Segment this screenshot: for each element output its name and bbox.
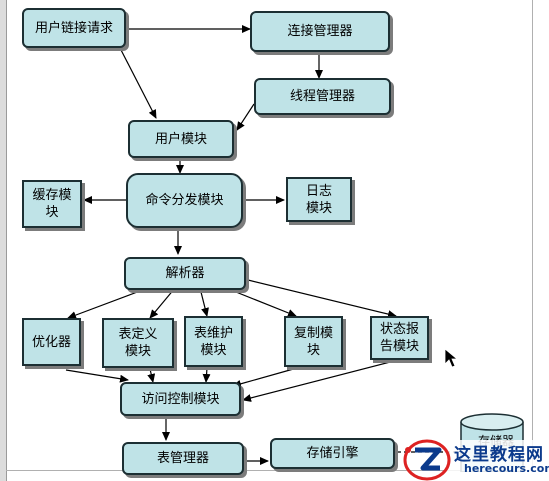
node-table-maintenance-module-label: 表维护 模块 xyxy=(193,325,233,358)
node-thread-manager: 线程管理器 xyxy=(254,78,391,115)
arrow-optimizer-to-access xyxy=(65,369,129,383)
node-dispatch-module: 命令分发模块 xyxy=(126,173,243,228)
arrow-tablemaint-to-access xyxy=(202,367,211,383)
arrow-replication-to-access xyxy=(232,367,298,388)
arrow-request-to-user xyxy=(119,47,157,119)
mouse-cursor-icon xyxy=(444,348,458,368)
node-optimizer: 优化器 xyxy=(22,318,81,366)
node-table-definition-module-label: 表定义 模块 xyxy=(118,327,158,359)
node-storage-engine-label: 存储引擎 xyxy=(306,446,359,461)
node-replication-module: 复制模 块 xyxy=(284,316,343,367)
arrow-parser-to-replication xyxy=(225,287,297,317)
node-table-maintenance-module: 表维护 模块 xyxy=(184,316,243,367)
watermark-title: 这里教程网 xyxy=(454,445,544,465)
node-cache-module-label: 缓存模 块 xyxy=(32,188,72,220)
node-table-manager: 表管理器 xyxy=(122,442,244,475)
node-access-control-module-label: 访问控制模块 xyxy=(141,391,220,407)
node-storage-engine: 存储引擎 xyxy=(270,438,395,469)
node-replication-module-label: 复制模 块 xyxy=(293,325,333,358)
arrow-parser-to-optimizer xyxy=(67,287,149,319)
window-left-frame xyxy=(0,0,7,481)
arrow-tabledef-to-access xyxy=(147,368,156,383)
node-user-module-label: 用户模块 xyxy=(154,131,207,147)
node-user-request: 用户链接请求 xyxy=(22,8,126,48)
node-connection-manager-label: 连接管理器 xyxy=(287,24,353,39)
node-table-definition-module: 表定义 模块 xyxy=(102,318,174,368)
node-status-report-module: 状态报 告模块 xyxy=(370,316,429,360)
node-parser: 解析器 xyxy=(124,257,246,290)
node-parser-label: 解析器 xyxy=(165,266,205,281)
node-access-control-module: 访问控制模块 xyxy=(120,382,241,416)
watermark-url: herecours.com xyxy=(464,462,549,475)
node-thread-manager-label: 线程管理器 xyxy=(289,89,355,104)
node-cache-module: 缓存模 块 xyxy=(22,180,82,228)
arrow-parser-to-tablemaint xyxy=(199,287,209,317)
node-dispatch-module-label: 命令分发模块 xyxy=(145,193,224,208)
arrow-parser-to-status xyxy=(247,279,397,318)
arrow-thread-to-user xyxy=(236,103,255,131)
arrow-status-to-access xyxy=(242,359,399,402)
canvas-right-border xyxy=(532,0,533,470)
node-connection-manager: 连接管理器 xyxy=(250,11,390,52)
node-optimizer-label: 优化器 xyxy=(31,334,71,350)
node-log-module: 日志 模块 xyxy=(286,177,352,222)
watermark-logo-icon xyxy=(403,439,549,481)
node-status-report-module-label: 状态报 告模块 xyxy=(379,322,419,354)
node-user-request-label: 用户链接请求 xyxy=(34,20,113,36)
node-log-module-label: 日志 模块 xyxy=(305,183,332,216)
arrow-parser-to-tabledef xyxy=(149,287,176,319)
canvas-bottom-border xyxy=(6,470,533,471)
node-table-manager-label: 表管理器 xyxy=(156,451,209,466)
node-user-module: 用户模块 xyxy=(128,120,234,158)
